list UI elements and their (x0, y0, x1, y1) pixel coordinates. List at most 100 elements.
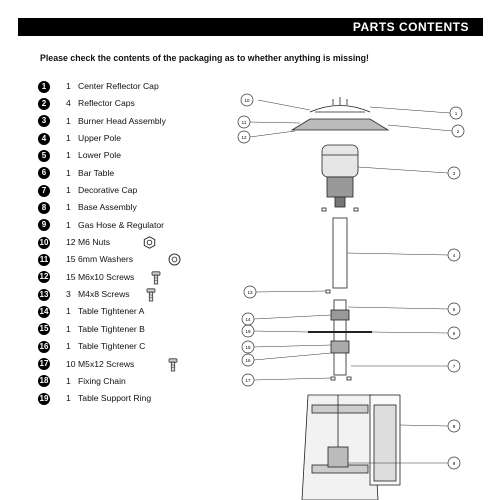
item-quantity: 1 (66, 115, 71, 126)
item-number-badge: 5 (38, 149, 50, 162)
item-quantity: 15 (66, 254, 76, 265)
item-number-badge: 18 (38, 375, 50, 388)
callout-2-label: 2 (457, 129, 460, 134)
exploded-assembly-diagram: 10 11 12 1 2 3 4 13 5 14 19 15 16 17 6 7… (237, 93, 465, 500)
item-number-badge: 19 (38, 392, 50, 405)
screw-icon (168, 357, 178, 371)
screw-icon (151, 271, 161, 285)
small-hardware-drawing (321, 207, 359, 381)
callout-10-label: 10 (244, 98, 250, 103)
washer-icon (168, 253, 181, 266)
callout-17: 17 (241, 373, 255, 387)
callout-17-label: 17 (245, 378, 251, 383)
item-quantity: 1 (66, 375, 71, 386)
callout-11-label: 11 (242, 120, 247, 125)
callout-11: 11 (237, 115, 251, 129)
item-number-badge: 4 (38, 132, 50, 145)
callout-5-label: 5 (453, 307, 456, 312)
item-quantity: 3 (66, 289, 71, 300)
item-number-badge: 7 (38, 184, 50, 197)
item-number-badge: 17 (38, 358, 50, 370)
item-name: 6mm Washers (78, 254, 134, 265)
item-number-badge: 13 (38, 288, 50, 301)
item-name: Decorative Cap (78, 185, 138, 196)
reflector-drawing (290, 118, 390, 131)
item-name: Table Tightener A (78, 306, 145, 317)
item-quantity: 12 (66, 237, 76, 248)
reflector-caps-drawing (309, 97, 371, 113)
callout-19: 19 (241, 324, 255, 338)
item-quantity: 1 (66, 341, 71, 352)
item-number-badge: 12 (38, 271, 50, 284)
item-number-badge: 16 (38, 340, 50, 353)
callout-3-label: 3 (453, 171, 456, 176)
item-number-badge: 8 (38, 201, 50, 214)
list-item: 5 1 Lower Pole (38, 147, 238, 164)
callout-1: 1 (449, 106, 463, 120)
item-name: Fixing Chain (78, 375, 126, 386)
item-number-badge: 14 (38, 305, 50, 318)
item-quantity: 15 (66, 271, 76, 282)
callout-6-label: 6 (453, 331, 456, 336)
callout-13-label: 13 (247, 290, 253, 295)
leader-lines (249, 99, 453, 464)
callout-8: 8 (447, 419, 461, 433)
item-number-badge: 11 (38, 253, 50, 266)
callout-4: 4 (447, 248, 461, 262)
callout-3: 3 (447, 166, 461, 180)
screw-icon (146, 288, 156, 302)
callout-16: 16 (241, 353, 255, 367)
callout-19-label: 19 (245, 329, 251, 334)
item-number-badge: 2 (38, 97, 50, 110)
callout-13: 13 (243, 285, 257, 299)
item-name: Lower Pole (78, 150, 121, 161)
item-name: Reflector Caps (78, 98, 135, 109)
callout-15: 15 (241, 340, 255, 354)
list-item: 14 1 Table Tightener A (38, 303, 238, 320)
callout-2: 2 (451, 124, 465, 138)
header-banner: PARTS CONTENTS (18, 18, 483, 36)
callout-16-label: 16 (245, 358, 251, 363)
callout-8-label: 8 (453, 424, 456, 429)
list-item: 13 3 M4x8 Screws (38, 286, 238, 303)
callout-12: 12 (237, 130, 251, 144)
upper-pole-drawing (332, 217, 348, 289)
callout-labels: 10 11 12 1 2 3 4 13 5 14 19 15 16 17 6 7… (237, 93, 465, 470)
callout-7-label: 7 (453, 364, 456, 369)
item-quantity: 1 (66, 133, 71, 144)
item-name: Center Reflector Cap (78, 81, 159, 91)
item-number-badge: 6 (38, 167, 50, 180)
item-quantity: 1 (66, 306, 71, 317)
item-number-badge: 9 (38, 219, 50, 232)
lower-pole-drawing (330, 299, 350, 376)
item-quantity: 1 (66, 150, 71, 161)
callout-14: 14 (241, 312, 255, 326)
item-quantity: 1 (66, 167, 71, 178)
item-quantity: 1 (66, 219, 71, 230)
callout-7: 7 (447, 359, 461, 373)
item-quantity: 1 (66, 393, 71, 404)
callout-12-label: 12 (241, 135, 247, 140)
callout-1-label: 1 (455, 111, 458, 116)
callout-10: 10 (240, 93, 254, 107)
callout-9: 9 (447, 456, 461, 470)
list-item: 18 1 Fixing Chain (38, 373, 238, 390)
item-quantity: 1 (66, 202, 71, 213)
item-number-badge: 10 (38, 236, 50, 249)
item-quantity: 10 (66, 358, 76, 369)
callout-4-label: 4 (453, 253, 456, 258)
item-name: Upper Pole (78, 133, 121, 144)
item-name: M4x8 Screws (78, 289, 130, 300)
item-name: Burner Head Assembly (78, 115, 166, 126)
hex-nut-icon (143, 236, 156, 249)
item-number-badge: 1 (38, 80, 50, 93)
